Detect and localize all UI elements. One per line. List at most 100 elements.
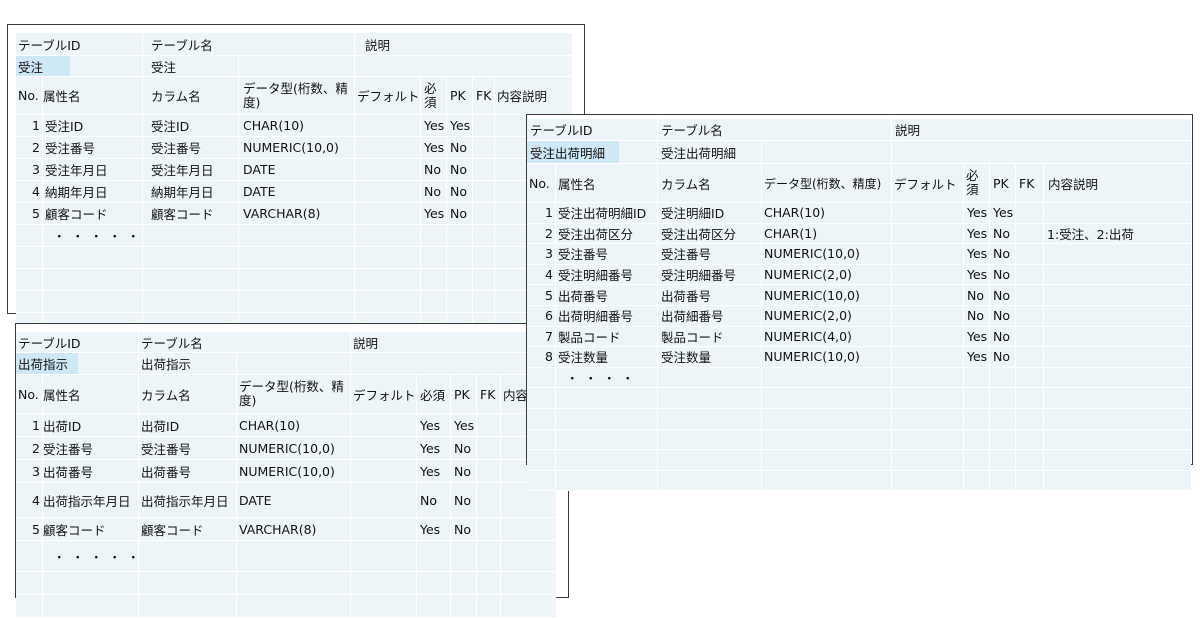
blank-cell [450, 595, 476, 617]
blank-cell [416, 572, 450, 594]
blank-cell [446, 269, 472, 290]
cell-default [350, 483, 416, 517]
blank-cell [16, 291, 42, 312]
cell-data-type: NUMERIC(10,0) [761, 244, 891, 264]
header-default: デフォルト [354, 77, 420, 114]
table-id-value: 受注出荷明細 [527, 141, 619, 163]
cell-fk [1015, 244, 1043, 264]
blank-cell [555, 408, 657, 429]
blank-cell [1043, 408, 1191, 429]
cell-data-type: NUMERIC(4,0) [761, 326, 891, 347]
cell-no: 2 [32, 140, 40, 155]
cell-data-type: NUMERIC(10,0) [238, 137, 354, 158]
cell-attribute-name: 出荷番号 [555, 285, 657, 305]
blank-cell [963, 388, 989, 408]
description-value [354, 56, 572, 76]
blank-cell [1015, 408, 1043, 429]
header-default: デフォルト [350, 375, 416, 413]
cell-attribute-name: 顧客コード [42, 203, 142, 224]
blank-cell [354, 291, 420, 312]
description-value [891, 141, 1191, 163]
blank-cell [142, 269, 238, 290]
cell-fk [472, 137, 494, 158]
cell-default [891, 347, 963, 367]
continuation-dots: ・・・・・ [42, 541, 140, 571]
header-no: No. [529, 175, 550, 191]
cell-column-name: 受注番号 [142, 137, 238, 158]
cell-fk [476, 414, 500, 436]
table-id-value: 出荷指示 [16, 353, 78, 374]
cell-pk: No [446, 137, 472, 158]
cell-attribute-name: 受注年月日 [42, 159, 142, 180]
blank-cell [657, 450, 761, 470]
cell-default [891, 203, 963, 223]
cell-default [350, 437, 416, 459]
cell-required: Yes [963, 223, 989, 244]
description-label: 説明 [891, 119, 1191, 140]
cell-default [891, 264, 963, 285]
cell-attribute-name: 受注ID [42, 115, 142, 136]
table-info-header: テーブルID テーブル名 説明 [16, 332, 556, 353]
column-header-row: No. 属性名 カラム名 データ型(桁数、精度) デフォルト 必須 PK FK … [16, 77, 572, 115]
blank-cell [142, 291, 238, 312]
cell-column-name: 納期年月日 [142, 181, 238, 202]
blank-cell [238, 291, 354, 312]
cell-pk: No [989, 264, 1015, 285]
cell-attribute-name: 出荷番号 [42, 460, 138, 482]
cell-default [891, 223, 963, 244]
cell-attribute-name: 受注出荷明細ID [555, 203, 657, 223]
cell-no: 3 [545, 246, 553, 262]
blank-cell [494, 225, 572, 246]
blank-cell [963, 470, 989, 491]
header-required: 必須 [963, 164, 989, 202]
cell-default [354, 115, 420, 136]
cell-fk [1015, 347, 1043, 367]
cell-required: Yes [963, 264, 989, 285]
blank-cell [236, 572, 350, 594]
cell-required: Yes [963, 347, 989, 367]
blank-cell [891, 367, 963, 388]
cell-pk: No [450, 437, 476, 459]
blank-cell [238, 56, 354, 76]
blank-cell [527, 450, 555, 470]
blank-cell [138, 541, 236, 571]
continuation-row: ・・・・・ [16, 541, 556, 572]
header-default: デフォルト [891, 164, 963, 202]
cell-data-type: DATE [236, 483, 350, 517]
cell-required: No [963, 305, 989, 326]
cell-default [350, 518, 416, 540]
blank-cell [236, 541, 350, 571]
blank-cell [761, 450, 891, 470]
blank-cell [238, 269, 354, 290]
cell-pk: No [450, 460, 476, 482]
blank-cell [42, 269, 142, 290]
blank-cell [761, 408, 891, 429]
blank-cell [472, 269, 494, 290]
cell-data-type: DATE [238, 159, 354, 180]
cell-content-description [1043, 347, 1191, 367]
blank-cell [657, 388, 761, 408]
cell-pk: No [450, 518, 476, 540]
cell-fk [472, 203, 494, 224]
cell-attribute-name: 受注番号 [42, 137, 142, 158]
description-value [350, 353, 556, 374]
header-column-name: カラム名 [142, 77, 238, 114]
cell-required: Yes [963, 244, 989, 264]
blank-cell [1015, 429, 1043, 450]
blank-cell [42, 247, 142, 268]
blank-cell [989, 470, 1015, 491]
cell-required: No [420, 159, 446, 180]
cell-attribute-name: 受注番号 [42, 437, 138, 459]
blank-cell [472, 225, 494, 246]
table-name-value: 受注 [142, 56, 238, 76]
blank-cell [236, 595, 350, 617]
cell-pk: Yes [450, 414, 476, 436]
blank-cell [16, 572, 42, 594]
cell-pk: No [989, 244, 1015, 264]
cell-pk: No [446, 203, 472, 224]
cell-column-name: 受注明細番号 [657, 264, 761, 285]
header-attribute-name: 属性名 [42, 77, 142, 114]
